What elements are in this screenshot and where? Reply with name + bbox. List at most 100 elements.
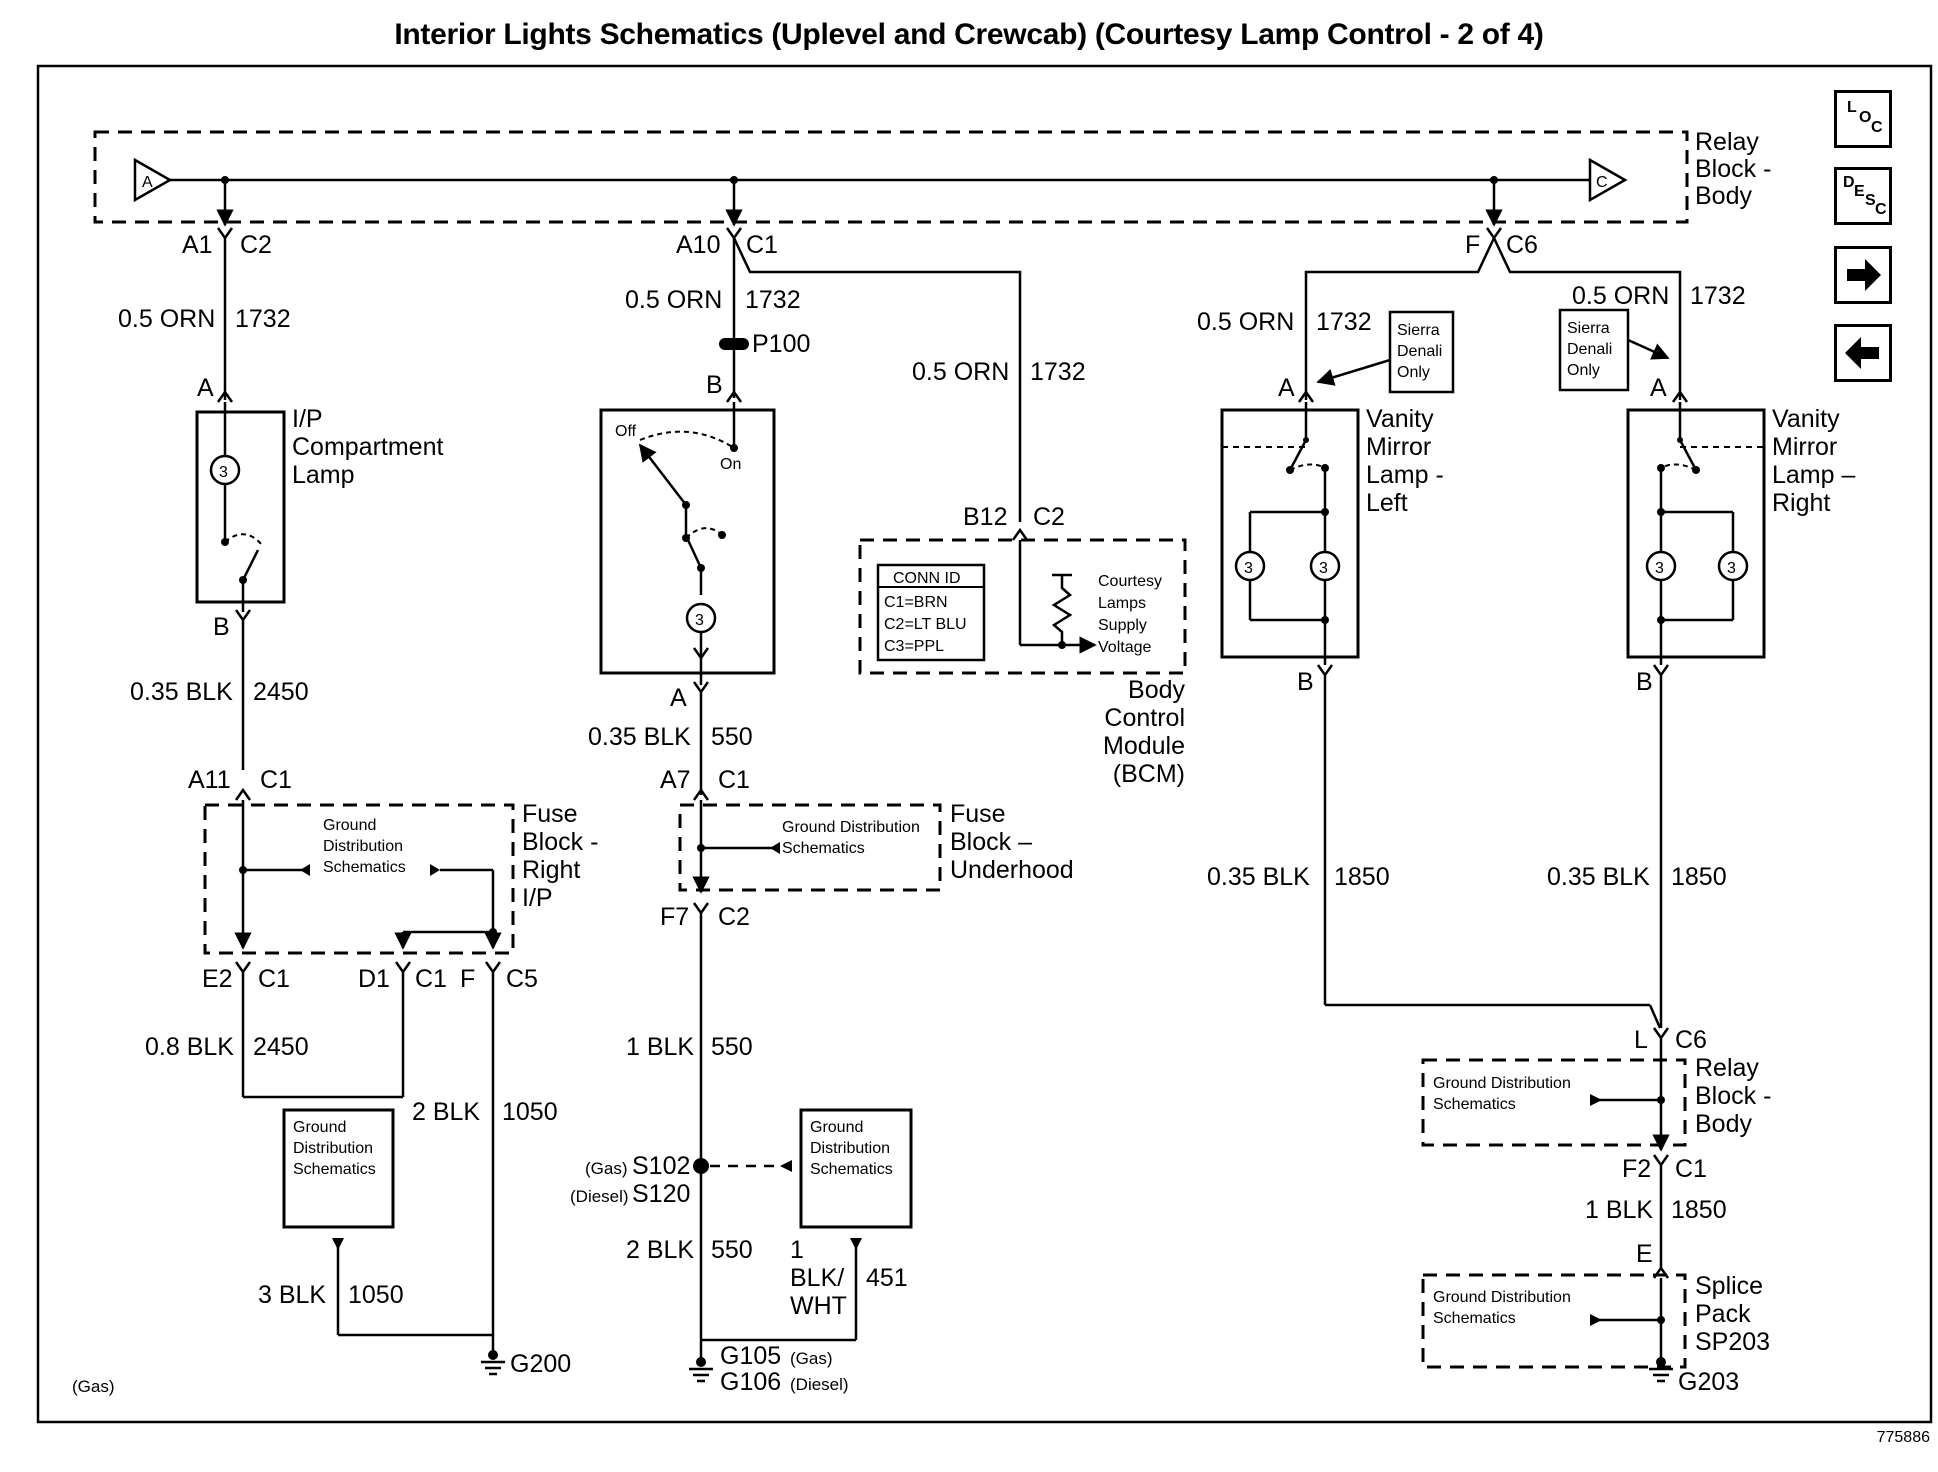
uh-wire3-circuit: 550 — [711, 1033, 753, 1061]
vm-relay-name-3: Body — [1695, 1110, 1752, 1138]
next-page-button[interactable] — [1834, 246, 1892, 304]
vm-right-note-2: Denali — [1567, 341, 1612, 358]
bcm-name-4: (BCM) — [1113, 760, 1185, 788]
vm-right-name-1: Vanity — [1772, 405, 1840, 433]
location-button[interactable]: L O C — [1834, 90, 1892, 148]
vm-right-note-3: Only — [1567, 362, 1600, 379]
bus-input-label: A — [142, 174, 153, 191]
vm-splice-name-1: Splice — [1695, 1272, 1763, 1300]
desc-letter-c: C — [1875, 201, 1887, 218]
ip-out2-connector: C1 — [415, 965, 447, 993]
ground-g203-icon — [1649, 1367, 1673, 1383]
ip-gds-box-2: Distribution — [293, 1140, 373, 1157]
vm-right-name-4: Right — [1772, 489, 1830, 517]
vm-splice-name-3: SP203 — [1695, 1328, 1770, 1356]
vm-right-out-circuit: 1850 — [1671, 863, 1727, 891]
body-control-module — [858, 538, 1187, 675]
uh-out-pin: F7 — [660, 903, 689, 931]
ip-lamp-name-3: Lamp — [292, 461, 355, 489]
ip-lamp-pin-top: A — [197, 374, 214, 402]
arrow-right-icon — [1847, 259, 1881, 291]
ip-wire4-circuit: 1050 — [502, 1098, 558, 1126]
description-button[interactable]: D E S C — [1834, 167, 1892, 225]
splice-p100-label: P100 — [752, 330, 810, 358]
uh-fuse-pin: A7 — [660, 766, 691, 794]
uh-wire1-circuit: 1732 — [745, 286, 801, 314]
bcm-wire-gauge: 0.5 ORN — [912, 358, 1009, 386]
uh-out-connector: C2 — [718, 903, 750, 931]
ip-fuse-name-3: Right — [522, 856, 580, 884]
vm-left-out-gauge: 0.35 BLK — [1207, 863, 1310, 891]
svg-text:3: 3 — [695, 612, 704, 629]
ip-compartment-lamp-box — [195, 410, 286, 604]
uh-fuse-name-1: Fuse — [950, 800, 1006, 828]
ip-gds-box — [282, 1108, 395, 1229]
uh-wire5-gauge-1: 1 — [790, 1236, 804, 1264]
vm-left-pin-top: A — [1278, 374, 1295, 402]
vanity-right-bulb1-icon — [1645, 550, 1677, 582]
vm-relay-name-2: Block - — [1695, 1082, 1771, 1110]
conn-id-table — [876, 563, 986, 662]
ip-out1-connector: C1 — [258, 965, 290, 993]
ip-wire3-circuit: 2450 — [253, 1033, 309, 1061]
bcm-branch: 0.5 ORN 1732 B12 C2 Courtesy Lamps Suppl… — [858, 358, 1187, 788]
ground-g200-label: G200 — [510, 1350, 571, 1378]
relay-block-name-3: Body — [1695, 182, 1752, 210]
vm-left-pin-bottom: B — [1297, 668, 1314, 696]
vm-top-pin: F — [1465, 231, 1480, 259]
uh-wire4-gauge: 2 BLK — [626, 1236, 694, 1264]
vm-right-out-gauge: 0.35 BLK — [1547, 863, 1650, 891]
vm-relay-connector: C6 — [1675, 1026, 1707, 1054]
ground-g106-tag: (Diesel) — [790, 1375, 849, 1394]
ip-fuse-pin: A11 — [188, 766, 231, 794]
uh-fuse-name-3: Underhood — [950, 856, 1074, 884]
desc-letter-e: E — [1854, 183, 1865, 200]
uh-wire5-gauge-2: BLK/ — [790, 1264, 844, 1292]
vanity-right-bulb2-icon — [1717, 550, 1749, 582]
vm-left-note-2: Denali — [1397, 343, 1442, 360]
bcm-connector: C2 — [1033, 503, 1065, 531]
ip-fuse-name-4: I/P — [522, 884, 553, 912]
previous-page-button[interactable] — [1834, 324, 1892, 382]
vm-right-pin-bottom: B — [1636, 668, 1653, 696]
conn-id-title: CONN ID — [893, 570, 961, 587]
desc-letter-d: D — [1843, 174, 1855, 191]
vm-left-name-3: Lamp - — [1366, 461, 1444, 489]
vm-relay-gds-2: Schematics — [1433, 1096, 1516, 1113]
fuse-block-underhood — [678, 803, 942, 892]
vm-relay-name-1: Relay — [1695, 1054, 1759, 1082]
uh-lamp-pin-bottom: A — [670, 684, 687, 712]
bcm-name-1: Body — [1128, 676, 1185, 704]
ip-gds-1: Ground — [323, 817, 376, 834]
resistor-icon — [1051, 575, 1073, 645]
vm-relay-pin: L — [1634, 1026, 1648, 1054]
uh-gds-box — [799, 1108, 913, 1229]
ip-lamp-name-2: Compartment — [292, 433, 443, 461]
ip-wire2-circuit: 2450 — [253, 678, 309, 706]
uh-gds-box-3: Schematics — [810, 1161, 893, 1178]
splice-s120-label: S120 — [632, 1180, 690, 1208]
vanity-left-switch-icon — [1288, 439, 1308, 471]
uh-wire3-gauge: 1 BLK — [626, 1033, 694, 1061]
uh-fuse-connector: C1 — [718, 766, 750, 794]
ip-top-pin: A1 — [182, 231, 213, 259]
uh-top-connector: C1 — [746, 231, 778, 259]
ground-g105-tag: (Gas) — [790, 1349, 833, 1368]
ip-gds-box-3: Schematics — [293, 1161, 376, 1178]
relay-block-body-lower — [1421, 1058, 1687, 1147]
courtesy-4: Voltage — [1098, 639, 1151, 656]
vm-right-note-box — [1558, 308, 1630, 392]
underhood-branch: A10 C1 0.5 ORN 1732 P100 B Off On 3 A 0.… — [570, 227, 1074, 1396]
ip-compartment-branch: A1 C2 0.5 ORN 1732 A 3 I/P Compartment L… — [118, 227, 598, 1378]
vm-left-note-box — [1388, 310, 1455, 394]
ground-g105-label: G105 — [720, 1342, 781, 1370]
ip-wire4-gauge: 2 BLK — [412, 1098, 480, 1126]
svg-text:3: 3 — [1727, 560, 1736, 577]
uh-wire2-circuit: 550 — [711, 723, 753, 751]
splice-diesel-tag: (Diesel) — [570, 1187, 629, 1206]
uh-wire2-gauge: 0.35 BLK — [588, 723, 691, 751]
vm-final-wire-circuit: 1850 — [1671, 1196, 1727, 1224]
ip-wire2-gauge: 0.35 BLK — [130, 678, 233, 706]
ip-out3-pin: F — [460, 965, 475, 993]
